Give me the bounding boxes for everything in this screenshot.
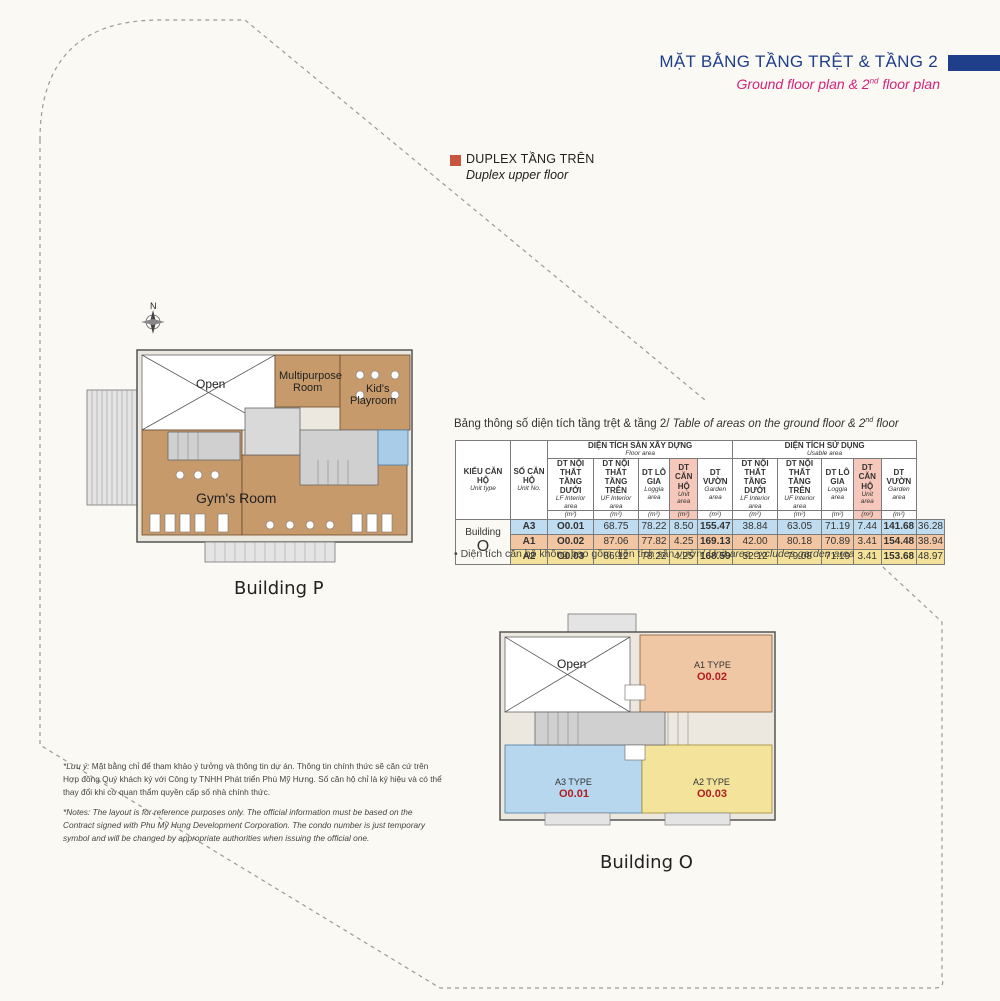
cell-value: 86.12	[593, 548, 639, 565]
bo-open-label: Open	[557, 657, 586, 671]
title-accent-bar	[948, 55, 1000, 71]
cell-value: 168.59	[697, 548, 734, 565]
legend-swatch	[450, 155, 461, 166]
col-unit: (m²)	[669, 510, 699, 520]
legend-label-vi: DUPLEX TẦNG TRÊN	[466, 152, 595, 166]
compass-icon: N	[141, 301, 165, 334]
cell-value: 78.22	[637, 548, 671, 565]
legend-label-en: Duplex upper floor	[466, 168, 569, 182]
bp-kids-label-2: Playroom	[350, 395, 396, 407]
cell-value: 77.82	[637, 533, 671, 550]
col-unit: (m²)	[776, 510, 823, 520]
cell-value: 52.12	[732, 548, 778, 565]
cell-value: 3.41	[852, 533, 882, 550]
col-unit: (m²)	[546, 510, 595, 520]
cell-value: 68.75	[593, 518, 639, 535]
cell-value: 48.97	[915, 548, 946, 565]
bo-a3-type-label: A3 TYPE	[555, 777, 592, 787]
bp-open-label: Open	[196, 377, 225, 391]
cell-value: 63.05	[776, 518, 823, 535]
cell-value: 155.47	[697, 518, 734, 535]
cell-value: 3.41	[852, 548, 882, 565]
cell-value: 78.22	[637, 518, 671, 535]
row-unit: O0.03	[546, 548, 595, 565]
cell-value: 71.19	[821, 548, 854, 565]
bo-a2-unit-label: O0.03	[697, 788, 727, 800]
col-unit: (m²)	[732, 510, 778, 520]
note-en: *Notes: The layout is for reference purp…	[63, 807, 426, 843]
row-unit: O0.01	[546, 518, 595, 535]
bp-multipurpose-label-1: Multipurpose	[279, 370, 342, 382]
col-unit: (m²)	[593, 510, 639, 520]
table-footnote: • Diện tích căn hộ không bao gồm diện tí…	[454, 548, 855, 560]
cell-value: 42.00	[732, 533, 778, 550]
col-unit: (m²)	[880, 510, 917, 520]
cell-value: 80.18	[776, 533, 823, 550]
note-vi: *Lưu ý: Mặt bằng chỉ để tham khảo ý tưởn…	[63, 761, 442, 797]
cell-value: 36.28	[915, 518, 946, 535]
bo-a3-unit-label: O0.01	[559, 788, 589, 800]
bo-a1-type-label: A1 TYPE	[694, 660, 731, 670]
cell-value: 4.25	[669, 533, 699, 550]
cell-value: 8.50	[669, 518, 699, 535]
row-type: A2	[510, 548, 548, 565]
page-title: MẶT BẰNG TẦNG TRỆT & TẦNG 2	[659, 52, 938, 71]
building-o-label: Building O	[600, 852, 693, 873]
row-unit: O0.02	[546, 533, 595, 550]
cell-value: 153.68	[880, 548, 917, 565]
bp-gym-label: Gym's Room	[196, 490, 276, 506]
table-row: A2 O0.03 86.12 78.22 4.25 168.59 52.12 7…	[456, 548, 946, 565]
cell-value: 79.08	[776, 548, 823, 565]
bp-kids-label-1: Kid's	[366, 383, 390, 395]
col-unit: (m²)	[821, 510, 854, 520]
cell-value: 169.13	[697, 533, 734, 550]
cell-value: 71.19	[821, 518, 854, 535]
building-p-label: Building P	[234, 578, 324, 599]
cell-value: 38.94	[915, 533, 946, 550]
compass-n-label: N	[150, 301, 157, 311]
cell-value: 7.44	[852, 518, 882, 535]
col-unit: (m²)	[637, 510, 671, 520]
page-subtitle: Ground floor plan & 2nd floor plan	[736, 76, 940, 92]
table-caption: Bảng thông số diện tích tầng trệt & tầng…	[454, 417, 899, 430]
row-type: A3	[510, 518, 548, 535]
cell-value: 154.48	[880, 533, 917, 550]
bo-a2-type-label: A2 TYPE	[693, 777, 730, 787]
col-unit: (m²)	[852, 510, 882, 520]
col-unit: (m²)	[697, 510, 734, 520]
cell-value: 38.84	[732, 518, 778, 535]
cell-value: 141.68	[880, 518, 917, 535]
bo-a1-unit-label: O0.02	[697, 671, 727, 683]
bp-multipurpose-label-2: Room	[293, 382, 322, 394]
